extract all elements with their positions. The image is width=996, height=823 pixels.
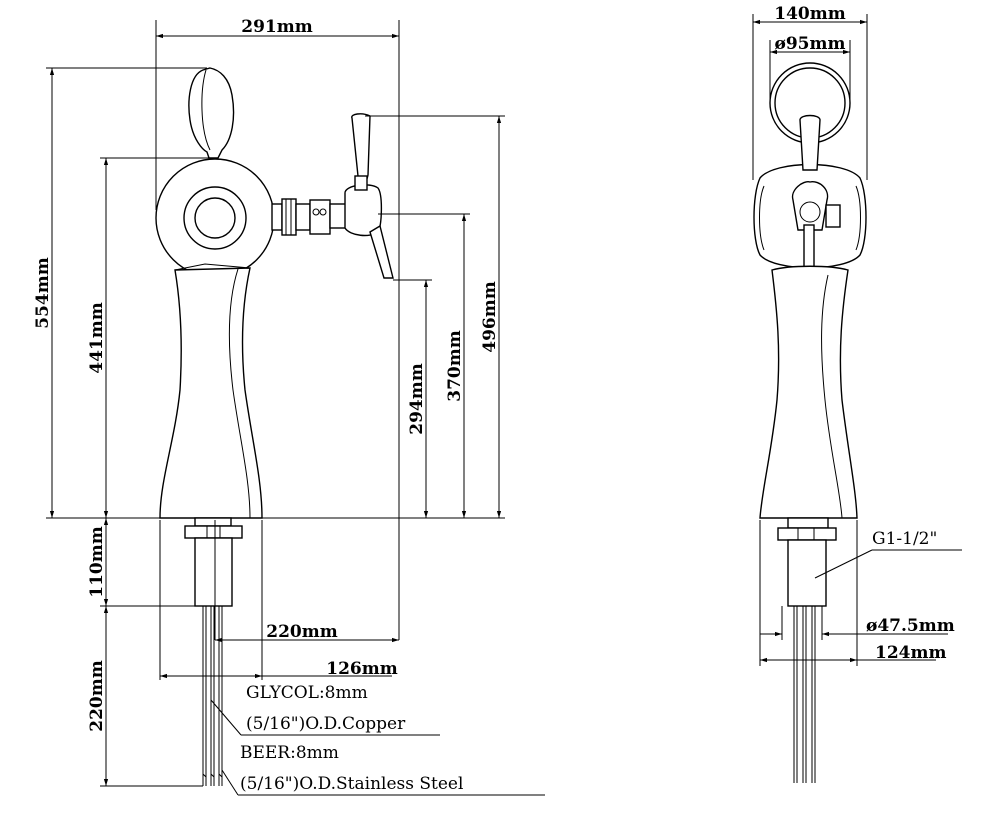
side-view: 291mm 554mm 441mm 496mm 370mm 294mm 110m… xyxy=(33,17,545,796)
product-lines xyxy=(202,606,223,786)
front-dim-handle-dia: ø95mm xyxy=(775,34,846,54)
dim-reach: 220mm xyxy=(266,622,337,642)
dim-width-total: 291mm xyxy=(241,17,312,37)
tap-handle xyxy=(188,67,235,159)
faucet-lever xyxy=(351,113,371,184)
dim-height-spout-mid: 370mm xyxy=(445,330,465,401)
front-lever xyxy=(799,114,821,171)
dim-base-width: 126mm xyxy=(326,659,397,679)
front-body xyxy=(759,265,858,519)
tower-body xyxy=(159,267,263,519)
front-dim-shank-dia: ø47.5mm xyxy=(866,616,955,636)
front-view: 140mm ø95mm G1-1/2" ø47.5mm 124mm xyxy=(752,4,962,783)
note-beer-material: (5/16")O.D.Stainless Steel xyxy=(240,774,463,794)
note-glycol-material: (5/16")O.D.Copper xyxy=(246,714,406,734)
spout xyxy=(369,224,394,279)
front-dim-base-width: 124mm xyxy=(875,643,946,663)
medallion-outer xyxy=(183,186,247,250)
note-beer-line: BEER:8mm xyxy=(240,743,339,763)
front-dim-width-total: 140mm xyxy=(774,4,845,24)
tower-head xyxy=(155,158,275,278)
dim-height-spout-tip: 294mm xyxy=(407,363,427,434)
dim-height-spout-top: 496mm xyxy=(480,281,500,352)
dim-shank-length: 110mm xyxy=(87,526,107,597)
dim-line-length: 220mm xyxy=(87,660,107,731)
front-thread-label: G1-1/2" xyxy=(872,529,937,549)
note-glycol-line: GLYCOL:8mm xyxy=(246,683,368,703)
front-lines xyxy=(793,606,816,783)
medallion-inner xyxy=(194,197,236,239)
dim-height-total: 554mm xyxy=(33,257,53,328)
dim-height-body: 441mm xyxy=(87,302,107,373)
